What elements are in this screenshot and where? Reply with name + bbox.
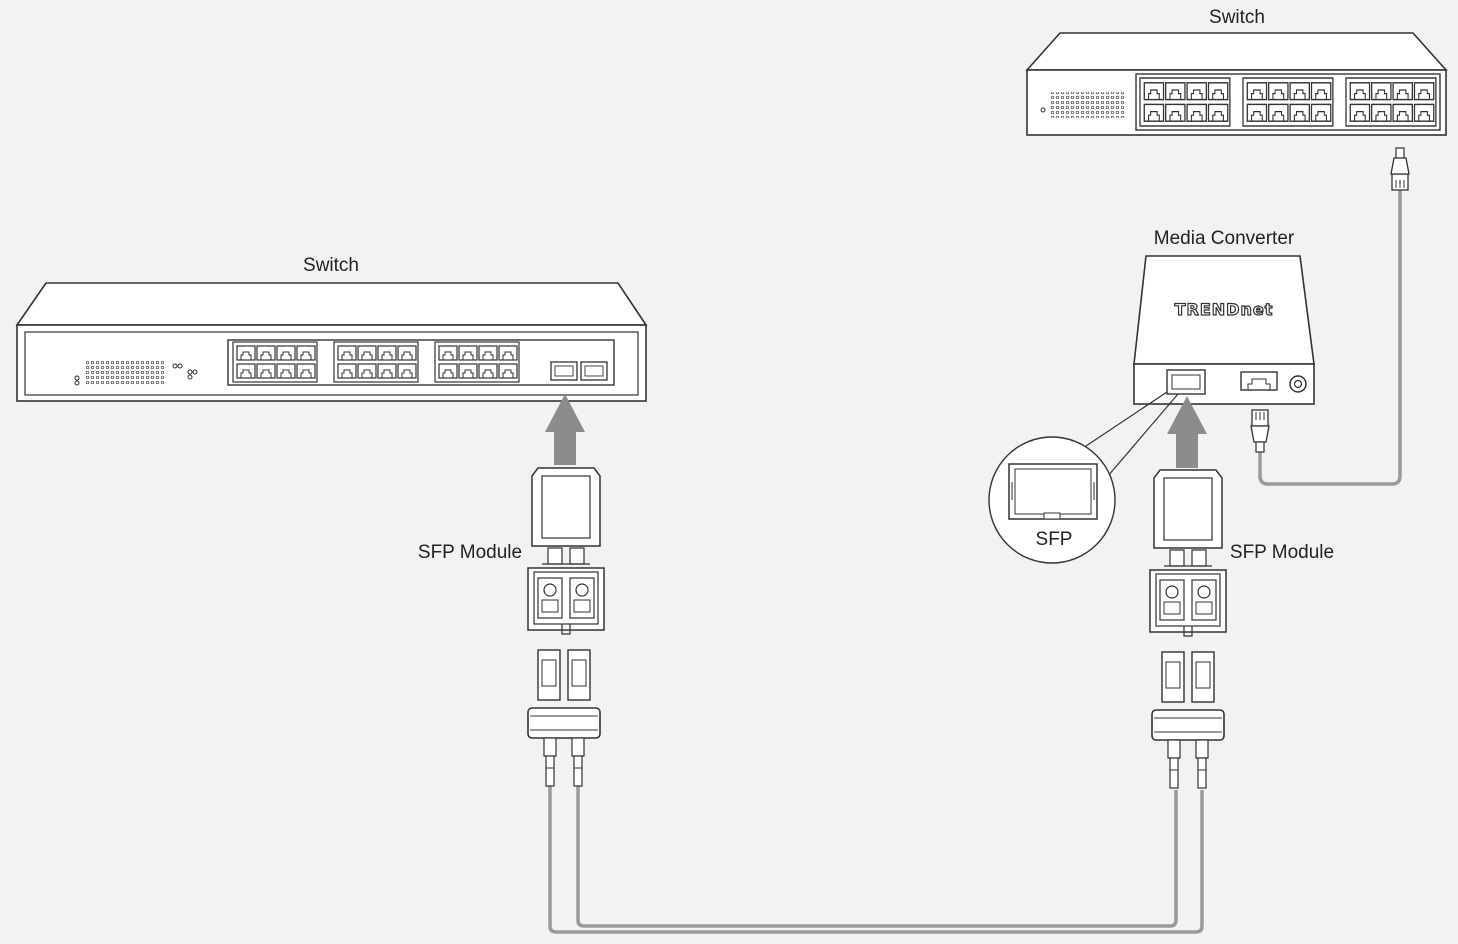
- sfp-callout: [988, 391, 1179, 564]
- up-arrow-icon: [1167, 396, 1207, 468]
- vent-grille-icon: [1050, 92, 1126, 118]
- fiber-cable: [548, 786, 1204, 934]
- sfp-port-icon: [1166, 369, 1206, 395]
- rj45-port-icon: [1240, 371, 1278, 391]
- media-converter-label: Media Converter: [1154, 228, 1295, 249]
- switch-left: [15, 282, 648, 402]
- sfp-module-left-label: SFP Module: [418, 542, 522, 563]
- rj45-plug-icon: [1390, 147, 1410, 191]
- switch-right: [1025, 32, 1448, 136]
- ethernet-cable: [1258, 190, 1402, 486]
- sfp-module-right: [1149, 469, 1227, 637]
- rj45-port-icon: [1346, 78, 1436, 126]
- rj45-plug-icon: [1250, 409, 1270, 453]
- rj45-port-icon: [435, 342, 519, 382]
- sfp-callout-label: SFP: [1036, 529, 1073, 550]
- sfp-port-icon: [1008, 463, 1098, 520]
- sfp-module-right-label: SFP Module: [1230, 542, 1334, 563]
- trendnet-logo: TRENDnet: [1175, 300, 1274, 319]
- media-converter: TRENDnet: [1133, 255, 1315, 405]
- switch-right-label: Switch: [1209, 7, 1265, 28]
- power-jack-icon: [1289, 375, 1307, 393]
- rj45-port-icon: [1243, 78, 1333, 126]
- sfp-port-icon: [550, 361, 578, 381]
- sfp-port-icon: [580, 361, 608, 381]
- sfp-module-left: [527, 467, 605, 635]
- lc-connector-icon: [1151, 651, 1225, 789]
- vent-grille-icon: [86, 360, 166, 385]
- rj45-port-icon: [334, 342, 418, 382]
- switch-left-label: Switch: [303, 255, 359, 276]
- up-arrow-icon: [545, 394, 585, 465]
- rj45-port-icon: [1140, 78, 1230, 126]
- rj45-port-icon: [233, 342, 317, 382]
- lc-connector-icon: [527, 649, 601, 787]
